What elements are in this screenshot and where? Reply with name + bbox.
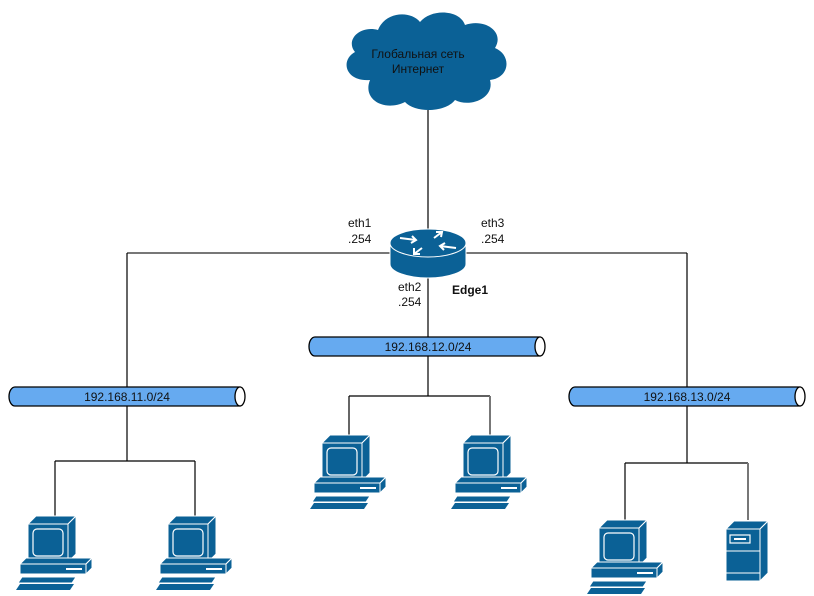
router-name: Edge1 bbox=[452, 283, 488, 297]
eth1-address: .254 bbox=[348, 232, 372, 246]
eth1-name: eth1 bbox=[348, 216, 372, 230]
workstation-icon[interactable] bbox=[155, 515, 233, 591]
router-icon bbox=[389, 228, 467, 279]
cloud-label-line2: Интернет bbox=[392, 62, 445, 76]
server-icon[interactable] bbox=[725, 520, 769, 582]
cloud-label-line1: Глобальная сеть bbox=[371, 47, 464, 61]
segment-192-168-11[interactable]: 192.168.11.0/24 bbox=[8, 386, 246, 407]
workstation-icon[interactable] bbox=[309, 434, 387, 510]
segment-label: 192.168.12.0/24 bbox=[385, 340, 472, 354]
workstation-icon[interactable] bbox=[586, 519, 664, 595]
workstation-icon[interactable] bbox=[15, 515, 93, 591]
segment-label: 192.168.11.0/24 bbox=[84, 390, 170, 404]
segment-192-168-12[interactable]: 192.168.12.0/24 bbox=[308, 336, 546, 357]
eth2-address: .254 bbox=[398, 295, 422, 309]
eth3-name: eth3 bbox=[481, 216, 505, 230]
segment-192-168-13[interactable]: 192.168.13.0/24 bbox=[568, 386, 806, 407]
workstation-icon[interactable] bbox=[450, 434, 528, 510]
router-edge1[interactable]: Edge1 bbox=[389, 228, 488, 297]
cloud-icon bbox=[346, 12, 507, 111]
internet-cloud: Глобальная сеть Интернет bbox=[346, 12, 507, 111]
eth2-name: eth2 bbox=[398, 280, 422, 294]
eth3-address: .254 bbox=[481, 232, 505, 246]
segment-label: 192.168.13.0/24 bbox=[644, 390, 731, 404]
